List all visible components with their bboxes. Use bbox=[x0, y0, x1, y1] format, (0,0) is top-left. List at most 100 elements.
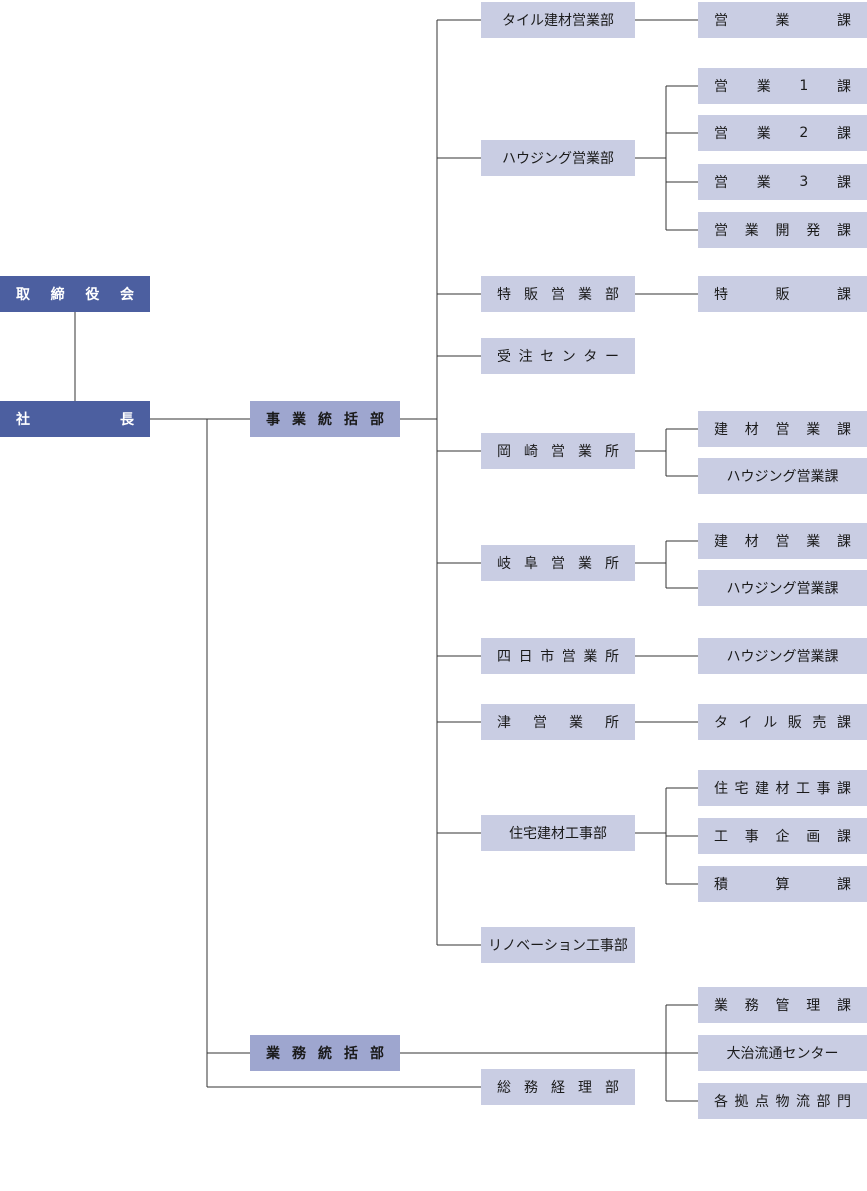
label-char: 管 bbox=[775, 998, 790, 1014]
section-jutaku-kenzai: 住宅建材工事課 bbox=[698, 770, 867, 806]
label-char: 門 bbox=[837, 1094, 851, 1110]
label-char: 課 bbox=[836, 175, 851, 191]
label-char: 営 bbox=[551, 287, 565, 303]
label-char: 営 bbox=[775, 422, 790, 438]
label-char: 営 bbox=[714, 13, 728, 29]
label-char: 特 bbox=[714, 287, 728, 303]
dept-yokkaichi: 四日市営業所 bbox=[481, 638, 635, 674]
label-char: 業 bbox=[756, 79, 771, 95]
label-char: 各 bbox=[714, 1094, 728, 1110]
jigyou-hub-box: 事業統括部 bbox=[250, 401, 400, 437]
label-text: ハウジング営業課 bbox=[726, 649, 839, 665]
label-char: 流 bbox=[796, 1094, 810, 1110]
label-char: 業 bbox=[756, 175, 771, 191]
label-text: 住宅建材工事部 bbox=[509, 826, 607, 842]
section-yokkaichi-housing: ハウジング営業課 bbox=[698, 638, 867, 674]
label-char: 総 bbox=[497, 1080, 511, 1096]
label-char: 事 bbox=[816, 781, 831, 797]
label-char: 課 bbox=[837, 13, 851, 29]
label-char: 課 bbox=[837, 534, 851, 550]
section-okazaki-kenzai: 建材営業課 bbox=[698, 411, 867, 447]
label-char: 営 bbox=[714, 175, 728, 191]
label-char: 営 bbox=[561, 649, 576, 665]
label-char: 営 bbox=[714, 223, 728, 239]
label-char: 阜 bbox=[524, 556, 538, 572]
label-char: 統 bbox=[318, 1046, 332, 1062]
president-box: 社長 bbox=[0, 401, 150, 437]
section-gyoumu-kanri: 業務管理課 bbox=[698, 987, 867, 1023]
label-char: 役 bbox=[85, 287, 100, 303]
label-char: イ bbox=[738, 715, 753, 731]
section-eigyo-kaihatsu: 営業開発課 bbox=[698, 212, 867, 248]
label-char: 日 bbox=[518, 649, 533, 665]
label-char: 業 bbox=[583, 649, 598, 665]
label-char: 売 bbox=[812, 715, 827, 731]
dept-tile: タイル建材営業部 bbox=[481, 2, 635, 38]
label-char: 所 bbox=[605, 444, 619, 460]
label-char: 部 bbox=[816, 1094, 831, 1110]
label-char: 締 bbox=[50, 287, 65, 303]
dept-tsu: 津営業所 bbox=[481, 704, 635, 740]
label-char: 点 bbox=[755, 1094, 769, 1110]
section-gifu-housing: ハウジング営業課 bbox=[698, 570, 867, 606]
label-char: 市 bbox=[540, 649, 555, 665]
label-char: 課 bbox=[837, 223, 851, 239]
label-char: 宅 bbox=[734, 781, 749, 797]
dept-okazaki: 岡崎営業所 bbox=[481, 433, 635, 469]
label-char: 務 bbox=[524, 1080, 538, 1096]
label-char: 建 bbox=[714, 422, 728, 438]
label-char: 部 bbox=[605, 287, 619, 303]
label-char: 課 bbox=[837, 287, 851, 303]
label-char: 業 bbox=[756, 126, 771, 142]
label-char: 建 bbox=[755, 781, 769, 797]
label-char: 務 bbox=[292, 1046, 306, 1062]
label-char: 業 bbox=[714, 998, 728, 1014]
label-char: 業 bbox=[744, 223, 759, 239]
label-char: 崎 bbox=[524, 444, 538, 460]
section-tile-eigyo: 営業課 bbox=[698, 2, 867, 38]
dept-renov: リノベーション工事部 bbox=[481, 927, 635, 963]
label-char: 発 bbox=[806, 223, 821, 239]
label-char: 業 bbox=[578, 444, 592, 460]
label-char: 開 bbox=[775, 223, 790, 239]
label-char: 特 bbox=[497, 287, 511, 303]
label-char: 理 bbox=[578, 1080, 592, 1096]
label-char: ル bbox=[763, 715, 778, 731]
label-char: 営 bbox=[775, 534, 790, 550]
section-tokuhan: 特販課 bbox=[698, 276, 867, 312]
label-char: 積 bbox=[714, 877, 728, 893]
label-char: 取 bbox=[16, 287, 30, 303]
label-char: ン bbox=[561, 349, 576, 365]
section-kaku-kyoten: 各拠点物流部門 bbox=[698, 1083, 867, 1119]
label-char: 課 bbox=[836, 79, 851, 95]
label-char: 課 bbox=[837, 877, 851, 893]
dept-housing: ハウジング営業部 bbox=[481, 140, 635, 176]
label-text: ハウジング営業課 bbox=[726, 469, 839, 485]
label-char: 部 bbox=[370, 1046, 384, 1062]
label-char: 所 bbox=[604, 649, 619, 665]
label-char: 事 bbox=[266, 412, 280, 428]
label-char: 材 bbox=[744, 422, 759, 438]
dept-tokuhan: 特販営業部 bbox=[481, 276, 635, 312]
label-char: 2 bbox=[799, 125, 809, 141]
label-char: 岐 bbox=[497, 556, 511, 572]
label-char: 課 bbox=[836, 715, 851, 731]
label-char: 課 bbox=[837, 998, 851, 1014]
label-char: 理 bbox=[806, 998, 821, 1014]
label-text: ハウジング営業部 bbox=[502, 151, 614, 167]
label-char: 工 bbox=[714, 829, 728, 845]
label-char: 販 bbox=[775, 287, 790, 303]
label-char: 営 bbox=[533, 715, 547, 731]
label-char: 材 bbox=[775, 781, 790, 797]
label-char: 所 bbox=[605, 715, 619, 731]
label-char: 建 bbox=[714, 534, 728, 550]
section-sekisan: 積算課 bbox=[698, 866, 867, 902]
soumu-box: 総務経理部 bbox=[481, 1069, 635, 1105]
label-char: 材 bbox=[744, 534, 759, 550]
label-char: 業 bbox=[806, 534, 821, 550]
label-char: 課 bbox=[837, 422, 851, 438]
label-char: 業 bbox=[775, 13, 790, 29]
